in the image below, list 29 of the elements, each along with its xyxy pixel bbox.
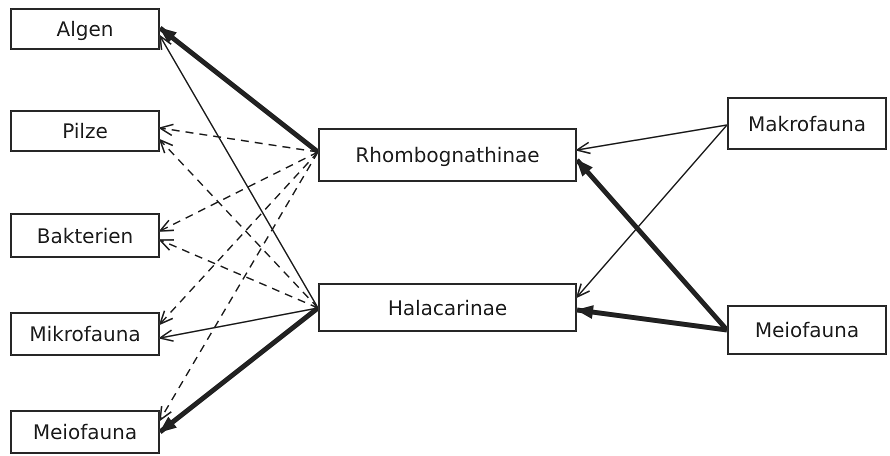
arrow [159,152,319,421]
arrow [159,139,319,309]
taxon-box [10,8,160,50]
taxon-box [10,110,160,152]
node-label: Meiofauna [754,317,860,344]
taxon-box [727,97,887,150]
node-label: Mikrofauna [29,321,141,348]
arrow [576,124,728,298]
taxon-box [10,312,160,356]
taxon-box [727,305,887,355]
arrow [159,151,318,232]
taxon-box [318,283,577,332]
arrow [159,35,319,308]
arrow [159,152,319,325]
node-label: Halacarinae [388,294,508,322]
arrow [576,124,728,154]
node-label: Makrofauna [748,110,866,138]
arrow [576,305,728,332]
taxon-box [10,213,160,258]
node-label: Rhombognathinae [355,142,540,169]
node-label: Algen [56,16,114,43]
taxon-box [10,410,160,454]
arrow [158,306,320,434]
arrow [158,26,320,154]
node-label: Pilze [62,118,108,145]
arrow [159,239,318,309]
node-label: Meiofauna [32,419,138,446]
taxon-box [318,128,577,182]
node-label: Bakterien [36,222,134,250]
